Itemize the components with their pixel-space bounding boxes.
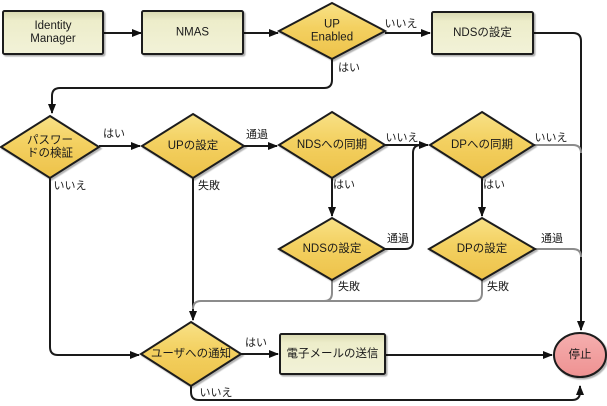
node-up-enabled-label: Enabled [311, 32, 353, 44]
edge-label-password-yes: はい [103, 127, 125, 140]
node-dp-sync-shape [428, 110, 536, 180]
node-nds-config-top: NDSの設定 [431, 11, 534, 55]
edge-labels-layer: いいえはいはいいいえ通過失敗いいえはい通過失敗失敗いいえはい通過はいいいえ [54, 17, 568, 399]
node-identity-manager-label: Identity [34, 20, 71, 32]
node-nmas: NMAS [141, 10, 244, 55]
node-identity-manager-label: Manager [30, 33, 76, 45]
edge-notify-no [190, 385, 584, 401]
edge-label-up-enabled-no: いいえ [385, 17, 418, 30]
node-nds-sync-shape [277, 110, 387, 180]
edge-dp-sync-no [534, 144, 582, 154]
edge-label-nds-sync-no: いいえ [386, 131, 419, 144]
node-send-email-shape [279, 333, 386, 375]
node-notify-user: ユーザへの通知 [139, 320, 243, 388]
node-nds-config-shape [277, 216, 387, 282]
edge-dp-config-fail [192, 280, 483, 310]
edge-label-up-enabled-yes: はい [338, 61, 360, 74]
edge-nds-config-fail [323, 280, 333, 302]
node-dp-config: DPの設定 [427, 216, 537, 282]
edge-label-dp-sync-no: いいえ [535, 131, 568, 144]
node-nmas-shape [141, 10, 244, 55]
node-nds-config: NDSの設定 [277, 216, 387, 282]
edge-label-notify-no: いいえ [200, 386, 233, 399]
edge-label-nds-config-fail: 失敗 [338, 279, 360, 293]
edge-label-password-no: いいえ [54, 179, 87, 192]
node-up-config-label: UPの設定 [168, 138, 219, 152]
node-up-config: UPの設定 [140, 112, 246, 180]
node-stop: 停止 [553, 332, 607, 378]
node-dp-config-shape [427, 216, 537, 282]
edges-layer [48, 29, 585, 401]
edge-label-dp-sync-yes: はい [483, 178, 505, 191]
edge-label-notify-yes: はい [245, 336, 267, 349]
edge-up-enabled-yes [48, 59, 333, 114]
edge-nds-config-pass [385, 144, 422, 250]
node-nds-config-top-label: NDSの設定 [453, 25, 512, 39]
node-send-email: 電子メールの送信 [279, 333, 386, 375]
edge-label-dp-config-pass: 通過 [541, 232, 563, 245]
edge-nds-top-to-stop [533, 32, 585, 331]
node-password-validate-shape [0, 114, 101, 180]
edge-label-dp-config-fail: 失敗 [487, 279, 509, 293]
node-stop-shape [553, 332, 607, 378]
node-dp-config-label: DPの設定 [457, 241, 508, 255]
node-password-validate-label: パスワー [27, 134, 73, 147]
node-up-enabled-shape [276, 1, 388, 61]
node-identity-manager-shape [2, 10, 104, 55]
node-send-email-label: 電子メールの送信 [287, 346, 379, 360]
node-notify-user-label: ユーザへの通知 [151, 346, 231, 360]
node-dp-sync-label: DPへの同期 [451, 138, 513, 151]
node-dp-sync: DPへの同期 [428, 110, 536, 180]
edge-password-no [49, 178, 140, 359]
node-up-enabled-label: UP [324, 19, 340, 31]
edge-label-nds-config-pass: 通過 [387, 232, 409, 245]
node-nds-config-label: NDSの設定 [303, 241, 362, 255]
edge-label-up-config-fail: 失敗 [198, 178, 220, 192]
node-nds-config-top-shape [431, 11, 534, 55]
edge-label-nds-sync-yes: はい [333, 178, 355, 191]
node-nds-sync-label: NDSへの同期 [297, 138, 367, 151]
node-nds-sync: NDSへの同期 [277, 110, 387, 180]
node-up-config-shape [140, 112, 246, 180]
node-password-validate-label: ドの検証 [27, 146, 73, 160]
node-stop-label: 停止 [569, 347, 592, 361]
edge-dp-config-pass [535, 248, 582, 258]
edge-label-up-config-pass: 通過 [246, 128, 268, 141]
node-nmas-label: NMAS [176, 27, 210, 39]
node-notify-user-shape [139, 320, 243, 388]
